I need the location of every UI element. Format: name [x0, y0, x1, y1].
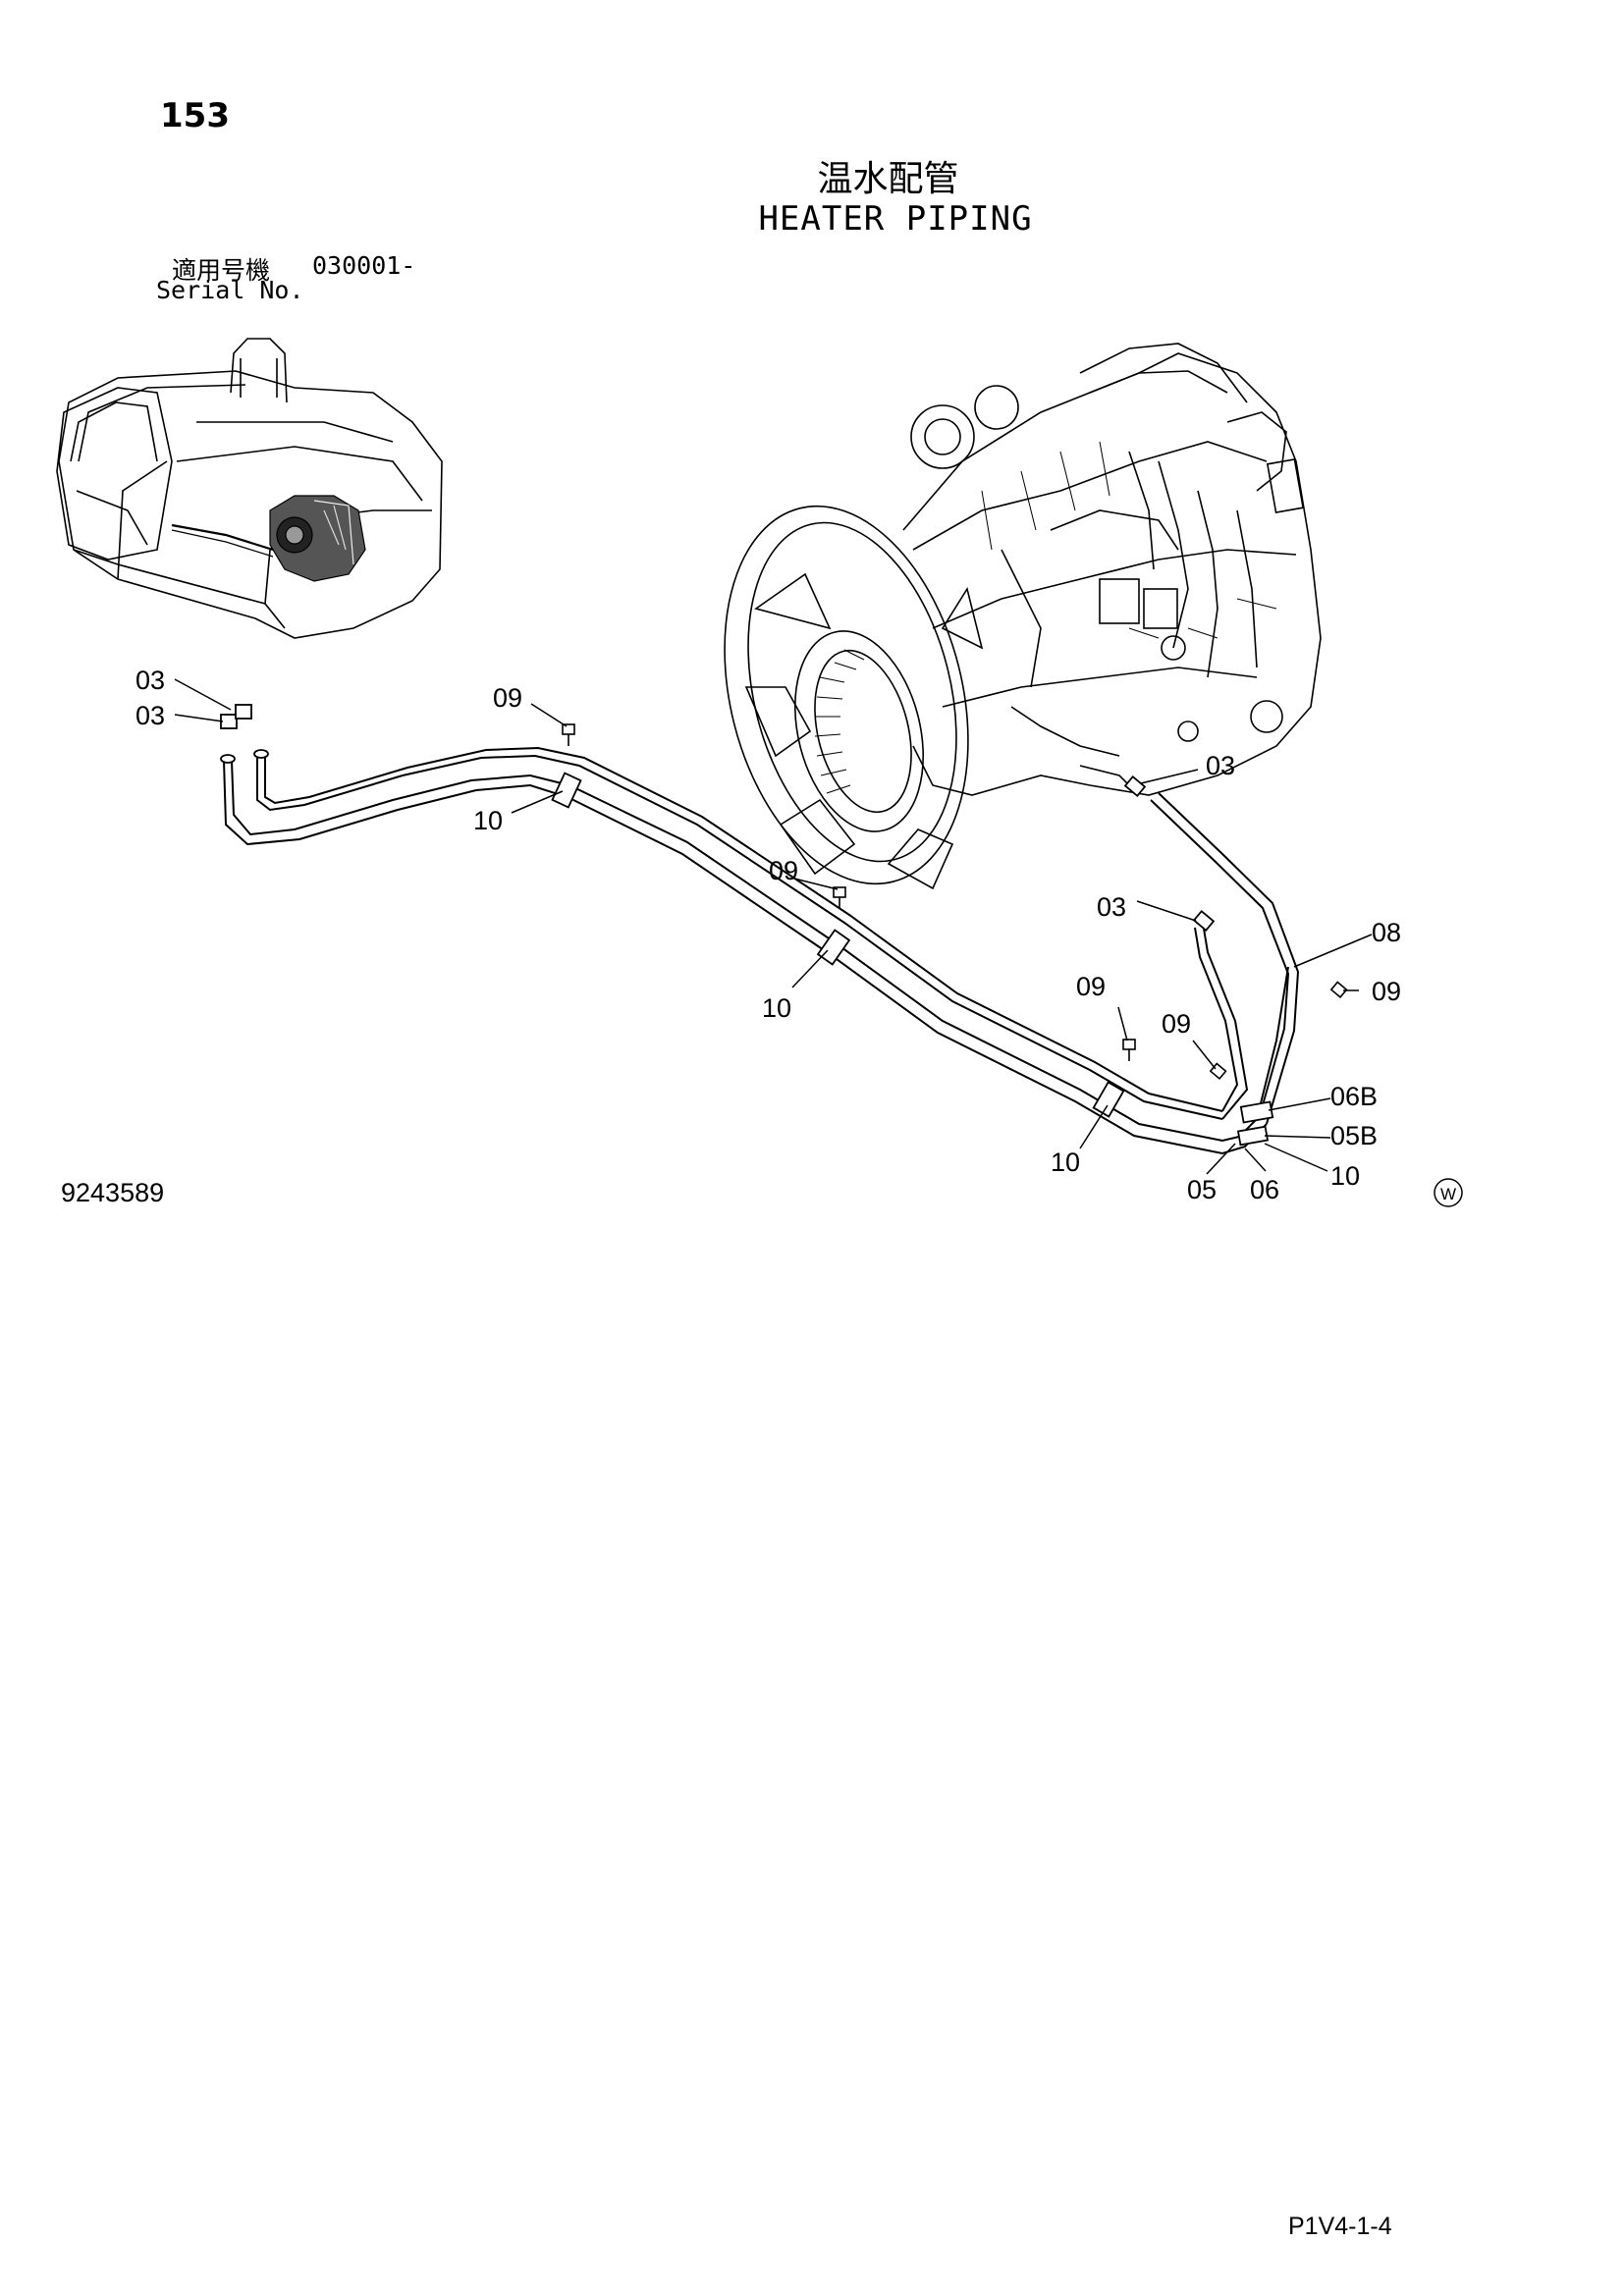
callout-label: 10	[762, 993, 791, 1023]
callout-label: 09	[1372, 977, 1401, 1006]
callout-label: 09	[1076, 972, 1106, 1001]
serial-label-english: Serial No.	[156, 276, 304, 304]
page-number: 153	[160, 96, 230, 135]
sheet-reference: P1V4-1-4	[1288, 2213, 1392, 2240]
callout-labels: 03 03 09 10 09 10 03 03 08 09 09 09 06B …	[135, 666, 1401, 1204]
callout-label: 03	[135, 701, 165, 730]
callout-label: 10	[1330, 1161, 1360, 1191]
callout-leaders	[174, 678, 1373, 1175]
callout-label: 10	[473, 806, 503, 835]
callout-label: 05	[1187, 1175, 1217, 1204]
machine-overview-illustration	[56, 338, 443, 639]
callout-label: 08	[1372, 918, 1401, 947]
heater-hose-pair	[223, 746, 1300, 1155]
callout-label: 09	[493, 683, 522, 713]
callout-label: 10	[1051, 1148, 1080, 1177]
title-english: HEATER PIPING	[758, 199, 1033, 239]
callout-label: 03	[1206, 751, 1235, 780]
callout-label: 03	[135, 666, 165, 695]
watermark-symbol: W	[1434, 1178, 1463, 1207]
callout-label: 05B	[1330, 1121, 1378, 1150]
engine-illustration	[724, 343, 1322, 890]
drawing-number: 9243589	[61, 1178, 165, 1207]
callout-label: 06B	[1330, 1082, 1378, 1111]
callout-label: 09	[769, 856, 798, 885]
svg-text:W: W	[1440, 1185, 1456, 1203]
callout-label: 09	[1162, 1009, 1191, 1039]
hose-clamps	[551, 772, 1274, 1147]
serial-label-japanese: 適用号機	[172, 256, 271, 285]
serial-code: 030001-	[312, 251, 416, 280]
callout-label: 06	[1250, 1175, 1279, 1204]
hose-end-fittings	[220, 704, 1216, 933]
title-japanese: 温水配管	[817, 159, 959, 199]
callout-label: 03	[1097, 892, 1126, 922]
